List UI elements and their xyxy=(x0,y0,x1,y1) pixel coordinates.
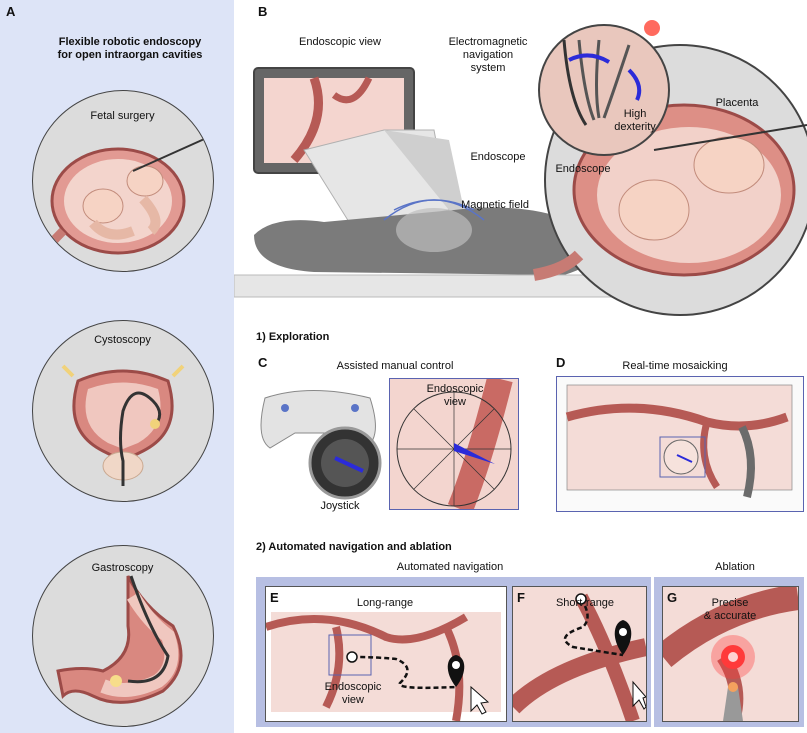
panel-b-scene xyxy=(234,20,807,316)
gastroscopy-label: Gastroscopy xyxy=(91,562,154,574)
panel-g-letter: G xyxy=(667,590,678,605)
mosaic-box xyxy=(556,376,804,512)
cystoscopy-illustration xyxy=(32,320,214,502)
section-exploration: 1) Exploration xyxy=(256,331,330,343)
ablation-label: Ablation xyxy=(715,561,755,573)
fetal-surgery-label: Fetal surgery xyxy=(90,110,155,122)
high-dexterity-line2: dexterity xyxy=(614,121,656,133)
panel-d-letter: D xyxy=(556,355,566,370)
endoscopic-view-label: Endoscopic view xyxy=(299,36,381,48)
endoscopic-view-e-line1: Endoscopic xyxy=(324,681,382,693)
panel-a-title-line2: for open intraorgan cavities xyxy=(57,49,203,61)
precise-line1: Precise xyxy=(711,597,749,609)
view-wheel xyxy=(396,379,513,509)
panel-e-box xyxy=(265,586,507,722)
stomach-diagram xyxy=(56,575,183,704)
panel-f-box xyxy=(512,586,647,722)
panel-d-title: Real-time mosaicking xyxy=(622,360,728,372)
endoscope-zoom-label: Endoscope xyxy=(555,163,611,175)
short-range-label: Short-range xyxy=(555,597,615,609)
em-nav-line3: system xyxy=(470,62,506,74)
short-range-map xyxy=(513,593,646,721)
panel-c-title: Assisted manual control xyxy=(336,360,454,372)
cystoscopy-label: Cystoscopy xyxy=(94,334,151,346)
gastroscopy-illustration xyxy=(32,545,214,727)
em-nav-line2: navigation xyxy=(462,49,514,61)
ablation-scene xyxy=(663,587,798,721)
endoscopic-view-box-c xyxy=(389,378,519,510)
panel-e-letter: E xyxy=(270,590,279,605)
placenta-label: Placenta xyxy=(715,97,759,109)
automated-navigation-label: Automated navigation xyxy=(396,561,504,573)
panel-c-letter: C xyxy=(258,355,268,370)
endoscopic-view-e-line2: view xyxy=(341,694,364,706)
long-range-label: Long-range xyxy=(356,597,414,609)
magnetic-field-label: Magnetic field xyxy=(461,199,529,211)
mosaic-map xyxy=(565,384,793,498)
endoscopic-view-c-line1: Endoscopic xyxy=(426,383,484,395)
panel-a-letter: A xyxy=(6,4,16,19)
precise-line2: & accurate xyxy=(703,610,757,622)
long-range-map xyxy=(266,612,501,721)
endoscopic-view-c-line2: view xyxy=(443,396,466,408)
panel-f-letter: F xyxy=(517,590,525,605)
high-dexterity-line1: High xyxy=(623,108,647,120)
em-nav-line1: Electromagnetic xyxy=(448,36,528,48)
panel-b-letter: B xyxy=(258,4,268,19)
joystick-label: Joystick xyxy=(320,500,360,512)
endoscope-label: Endoscope xyxy=(470,151,526,163)
gamepad-joystick xyxy=(260,390,382,500)
panel-a-title-line1: Flexible robotic endoscopy xyxy=(58,36,202,48)
panel-g-box xyxy=(662,586,799,722)
bladder-diagram xyxy=(61,364,185,486)
section-automated: 2) Automated navigation and ablation xyxy=(256,541,452,553)
